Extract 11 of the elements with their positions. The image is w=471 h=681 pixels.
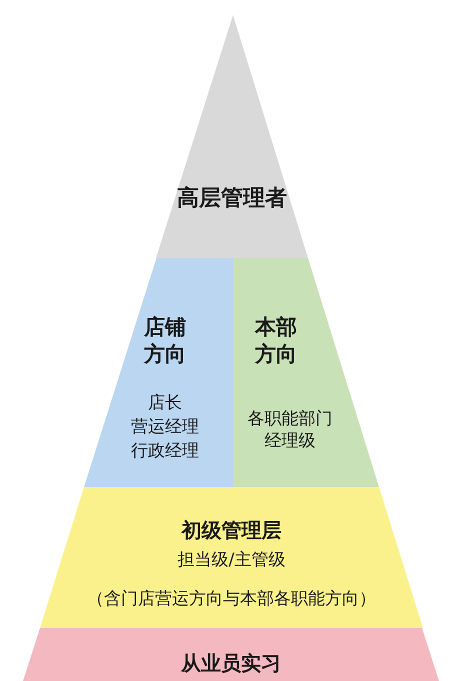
tier-heading: 本部方向	[254, 314, 298, 368]
tier-text: （含门店营运方向与本部各职能方向）	[86, 588, 377, 610]
tier-heading: 从业员实习	[180, 650, 282, 676]
tier-heading: 初级管理层	[180, 517, 282, 543]
tier-text: 担当级/主管级	[176, 549, 286, 572]
tier-heading: 高层管理者	[176, 185, 288, 213]
tier-text: 店长	[147, 392, 183, 414]
tier-text: 行政经理	[130, 440, 200, 462]
tier-heading: 店铺方向	[142, 314, 187, 368]
tier-text: 各职能部门经理级	[246, 408, 334, 452]
tier-text: 营运经理	[130, 416, 200, 438]
